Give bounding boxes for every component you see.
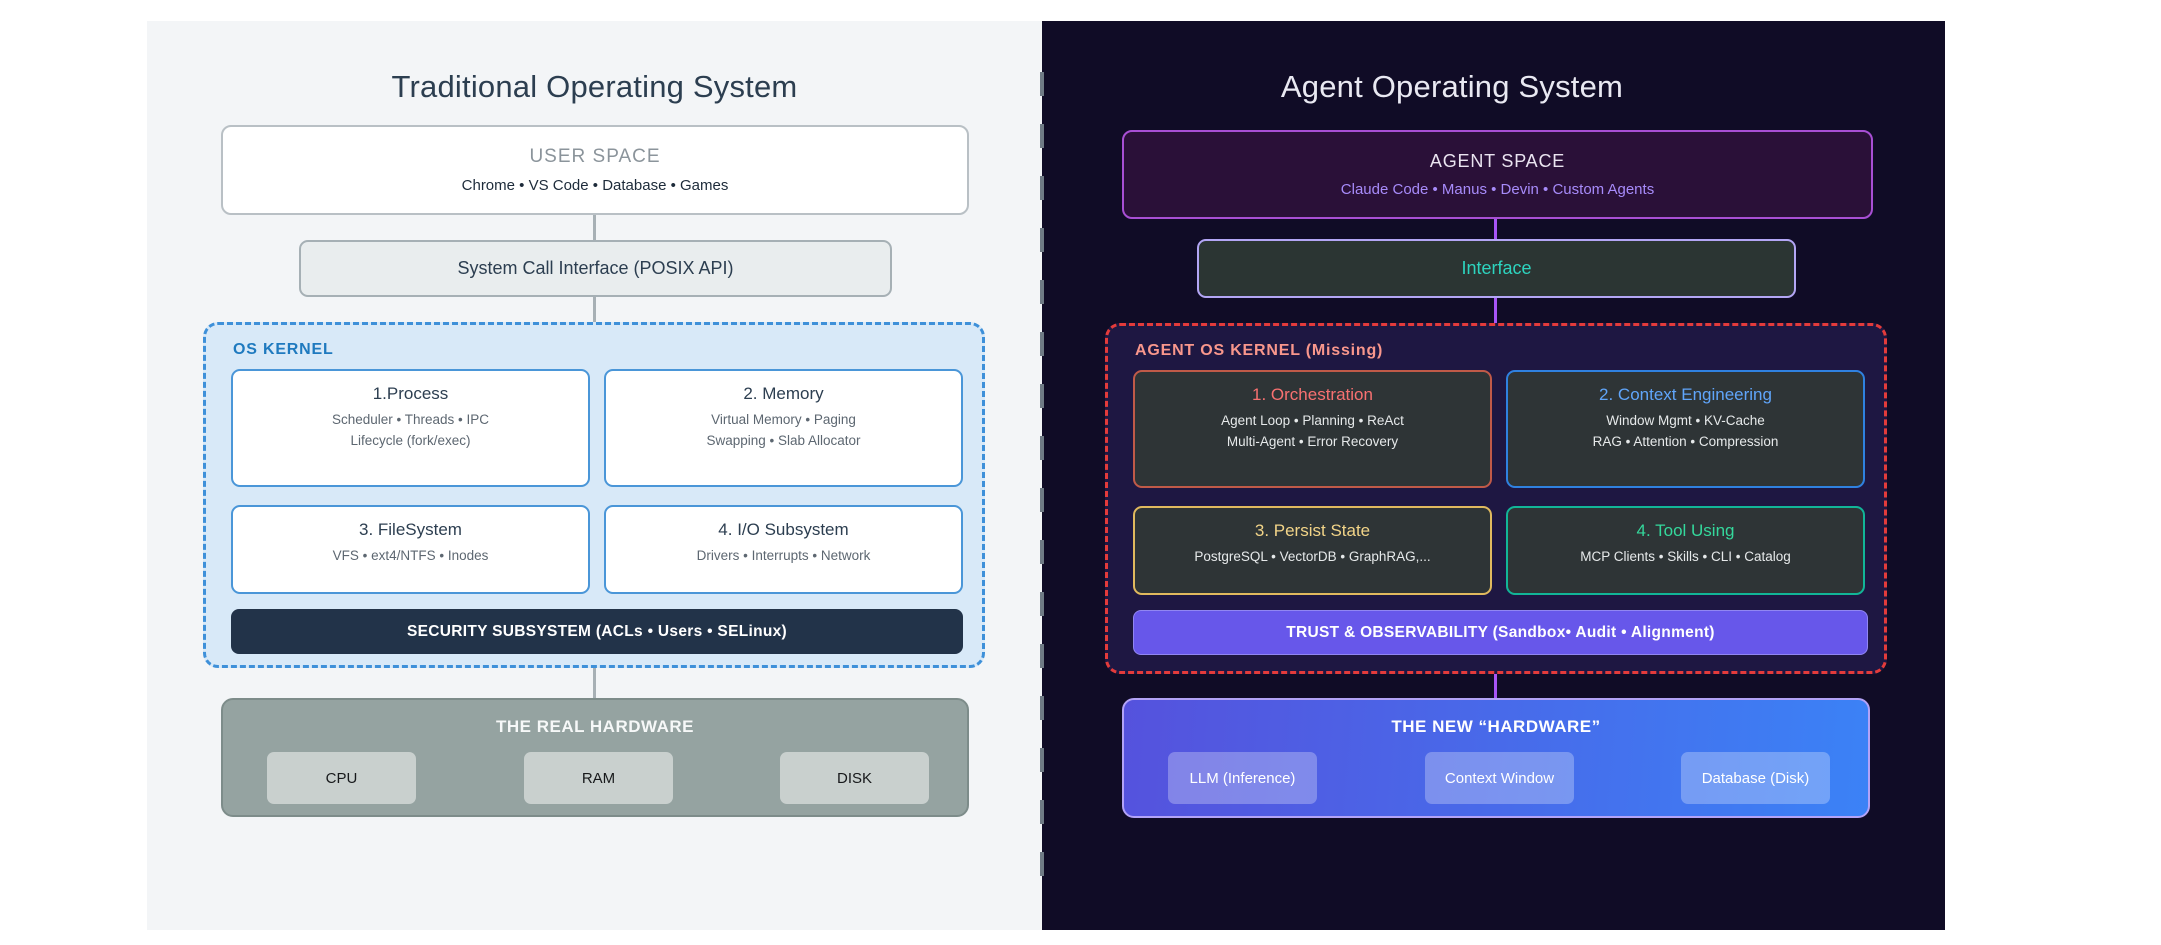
tool-using-items: MCP Clients • Skills • CLI • Catalog: [1580, 549, 1791, 564]
user-space-title: USER SPACE: [529, 146, 661, 167]
agent-kernel-label: AGENT OS KERNEL (Missing): [1135, 342, 1384, 359]
connector-syscall-kernel: [593, 297, 596, 322]
orchestration-items-line1: Agent Loop • Planning • ReAct: [1221, 413, 1404, 428]
memory-items-line1: Virtual Memory • Paging: [711, 412, 856, 427]
connector-interface-kernel: [1494, 298, 1497, 323]
memory-items-line2: Swapping • Slab Allocator: [706, 433, 861, 448]
context-engineering-items-line2: RAG • Attention • Compression: [1592, 434, 1779, 449]
agent-kernel-region: AGENT OS KERNEL (Missing) 1. Orchestrati…: [1105, 323, 1887, 674]
persist-state-box: 3. Persist State PostgreSQL • VectorDB •…: [1133, 506, 1492, 595]
user-space-apps: Chrome • VS Code • Database • Games: [461, 177, 729, 194]
tool-using-box: 4. Tool Using MCP Clients • Skills • CLI…: [1506, 506, 1865, 595]
agent-space-title: AGENT SPACE: [1429, 151, 1566, 171]
user-space-box: USER SPACE Chrome • VS Code • Database •…: [221, 125, 969, 215]
new-hardware-box: THE NEW “HARDWARE” LLM (Inference) Conte…: [1122, 698, 1870, 818]
connector-kernel-newhardware: [1494, 674, 1497, 698]
ram-chip: RAM: [524, 752, 673, 804]
orchestration-title: 1. Orchestration: [1252, 385, 1373, 404]
filesystem-box: 3. FileSystem VFS • ext4/NTFS • Inodes: [231, 505, 590, 594]
persist-state-title: 3. Persist State: [1254, 521, 1371, 540]
connector-kernel-hardware: [593, 668, 596, 698]
security-subsystem-bar: SECURITY SUBSYSTEM (ACLs • Users • SELin…: [231, 609, 963, 654]
io-subsystem-title: 4. I/O Subsystem: [718, 520, 849, 539]
memory-title: 2. Memory: [743, 384, 824, 403]
traditional-os-title: Traditional Operating System: [391, 69, 798, 104]
io-subsystem-items: Drivers • Interrupts • Network: [696, 548, 871, 563]
process-items-line2: Lifecycle (fork/exec): [350, 433, 471, 448]
disk-chip: DISK: [780, 752, 929, 804]
connector-agentspace-interface: [1494, 219, 1497, 239]
trust-observability-bar: TRUST & OBSERVABILITY (Sandbox• Audit • …: [1133, 610, 1868, 655]
process-box: 1.Process Scheduler • Threads • IPC Life…: [231, 369, 590, 487]
agent-os-title: Agent Operating System: [1280, 69, 1624, 104]
new-hardware-title: THE NEW “HARDWARE”: [1391, 717, 1601, 736]
system-call-interface-box: System Call Interface (POSIX API): [299, 240, 892, 297]
llm-inference-chip: LLM (Inference): [1168, 752, 1317, 804]
persist-state-items: PostgreSQL • VectorDB • GraphRAG,...: [1194, 549, 1431, 564]
filesystem-title: 3. FileSystem: [359, 520, 462, 539]
context-engineering-box: 2. Context Engineering Window Mgmt • KV-…: [1506, 370, 1865, 488]
context-window-chip: Context Window: [1425, 752, 1574, 804]
traditional-os-panel: Traditional Operating System USER SPACE …: [147, 21, 1042, 930]
database-disk-chip: Database (Disk): [1681, 752, 1830, 804]
real-hardware-title: THE REAL HARDWARE: [495, 717, 695, 736]
process-items-line1: Scheduler • Threads • IPC: [331, 412, 490, 427]
system-call-interface-label: System Call Interface (POSIX API): [457, 258, 734, 278]
filesystem-items: VFS • ext4/NTFS • Inodes: [332, 548, 489, 563]
connector-userspace-syscall: [593, 215, 596, 240]
agent-space-apps: Claude Code • Manus • Devin • Custom Age…: [1340, 181, 1655, 198]
interface-label: Interface: [1461, 258, 1532, 278]
context-engineering-items-line1: Window Mgmt • KV-Cache: [1606, 413, 1765, 428]
tool-using-title: 4. Tool Using: [1636, 521, 1735, 540]
context-engineering-title: 2. Context Engineering: [1599, 385, 1772, 404]
orchestration-box: 1. Orchestration Agent Loop • Planning •…: [1133, 370, 1492, 488]
os-kernel-label: OS KERNEL: [233, 341, 334, 358]
agent-os-panel: Agent Operating System AGENT SPACE Claud…: [1042, 21, 1945, 930]
panel-divider: [1040, 72, 1044, 904]
interface-box: Interface: [1197, 239, 1796, 298]
cpu-chip: CPU: [267, 752, 416, 804]
process-title: 1.Process: [372, 384, 449, 403]
memory-box: 2. Memory Virtual Memory • Paging Swappi…: [604, 369, 963, 487]
orchestration-items-line2: Multi-Agent • Error Recovery: [1226, 434, 1399, 449]
agent-space-box: AGENT SPACE Claude Code • Manus • Devin …: [1122, 130, 1873, 219]
os-kernel-region: OS KERNEL 1.Process Scheduler • Threads …: [203, 322, 985, 668]
real-hardware-box: THE REAL HARDWARE CPU RAM DISK: [221, 698, 969, 817]
io-subsystem-box: 4. I/O Subsystem Drivers • Interrupts • …: [604, 505, 963, 594]
